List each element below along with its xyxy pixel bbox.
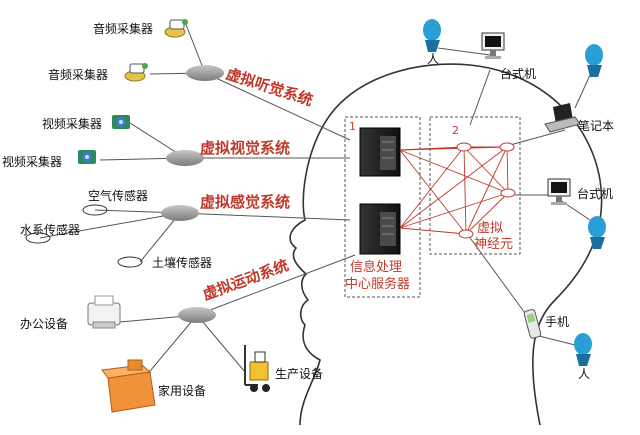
office-device-label: 办公设备 — [20, 316, 68, 331]
printer-icon — [87, 295, 121, 329]
person-icon — [423, 19, 441, 52]
audio-collector-label: 音频采集器 — [48, 67, 108, 82]
neuron-box — [429, 116, 521, 255]
hub-vision — [166, 150, 204, 166]
neuron-nodes — [456, 142, 516, 239]
server-icon — [359, 127, 401, 177]
audio-collector-icon — [164, 19, 188, 38]
home-device-icon — [101, 359, 156, 413]
person-icon — [585, 44, 603, 77]
desktop-label: 台式机 — [500, 66, 536, 81]
server-label-line1: 信息处理 — [350, 259, 402, 275]
desktop-computer-icon — [481, 32, 505, 59]
neuron-box-number: 2 — [452, 124, 459, 137]
audio-collector-label: 音频采集器 — [93, 21, 153, 36]
video-collector-label: 视频采集器 — [42, 116, 102, 131]
desktop-label: 台式机 — [577, 186, 613, 201]
hub-sensing — [161, 205, 199, 221]
laptop-label: 笔记本 — [578, 118, 614, 133]
hub-motion — [178, 307, 216, 323]
neuron-label-line1: 虚拟 — [477, 221, 503, 236]
laptop-icon — [544, 103, 581, 133]
video-collector-icon — [112, 115, 130, 129]
air-sensor-label: 空气传感器 — [88, 188, 148, 203]
person-label: 人 — [427, 52, 439, 66]
audio-collector-icon — [124, 63, 148, 82]
server-icon — [359, 203, 401, 255]
person-icon — [574, 333, 592, 366]
sensing-system-label: 虚拟感觉系统 — [200, 193, 290, 211]
video-collector-icon — [78, 150, 96, 164]
server-label-line2: 中心服务器 — [345, 276, 410, 292]
person-label: 人 — [578, 367, 590, 381]
mobile-phone-icon — [523, 309, 542, 339]
air-sensor-ring — [82, 204, 108, 216]
head-outline — [289, 63, 603, 426]
server-box-number: 1 — [349, 120, 356, 133]
soil-sensor-ring — [117, 256, 143, 268]
vision-system-label: 虚拟视觉系统 — [200, 139, 290, 157]
production-device-label: 生产设备 — [275, 367, 323, 381]
neuron-label-line2: 神经元 — [474, 237, 513, 252]
hub-hearing — [186, 65, 224, 81]
video-collector-label: 视频采集器 — [2, 154, 62, 169]
water-sensor-ring — [25, 232, 51, 244]
neuron-links — [399, 146, 509, 235]
phone-label: 手机 — [545, 315, 569, 329]
server-box — [344, 116, 421, 298]
soil-sensor-label: 土壤传感器 — [152, 255, 212, 270]
water-sensor-label: 水系传感器 — [20, 222, 80, 237]
desktop-computer-icon — [547, 178, 571, 205]
person-icon — [588, 216, 606, 249]
forklift-icon — [244, 345, 270, 392]
home-device-label: 家用设备 — [158, 383, 206, 398]
